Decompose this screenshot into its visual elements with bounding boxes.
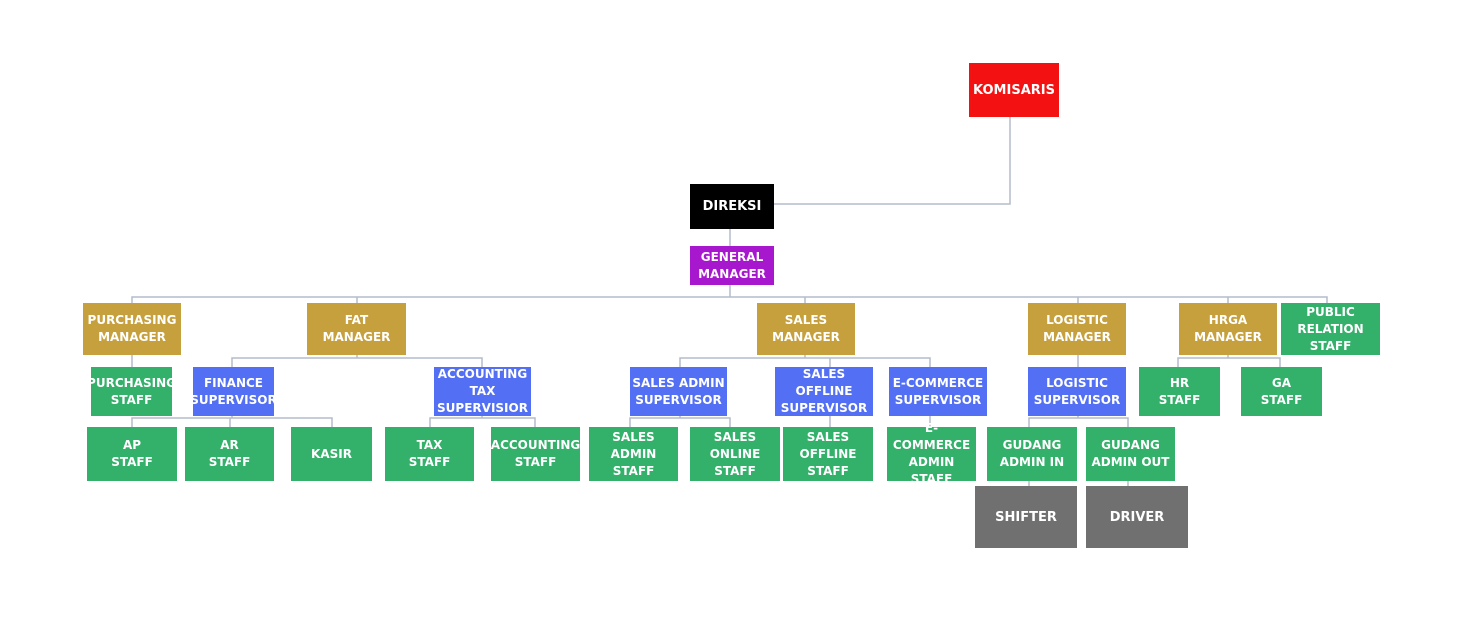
- connector-sales-bus: [679, 355, 931, 367]
- connector-fat-bus: [231, 355, 483, 367]
- node-accounting-staff[interactable]: ACCOUNTING STAFF: [491, 427, 580, 481]
- node-public-relation-staff[interactable]: PUBLIC RELATION STAFF: [1281, 303, 1380, 355]
- connector-logistic-bus: [1028, 416, 1129, 427]
- node-logistic-supervisor[interactable]: LOGISTIC SUPERVISOR: [1028, 367, 1126, 416]
- node-finance-supervisor[interactable]: FINANCE SUPERVISOR: [190, 367, 277, 416]
- connector-hrga-bus: [1177, 355, 1281, 367]
- node-sales-online-staff[interactable]: SALES ONLINE STAFF: [690, 427, 780, 481]
- node-ga-staff[interactable]: GA STAFF: [1241, 367, 1322, 416]
- node-sales-manager[interactable]: SALES MANAGER: [757, 303, 855, 355]
- node-hrga-manager[interactable]: HRGA MANAGER: [1179, 303, 1277, 355]
- connector-finance-bus: [131, 416, 333, 427]
- node-hr-staff[interactable]: HR STAFF: [1139, 367, 1220, 416]
- connector-accounting-bus: [429, 416, 536, 427]
- connector-komisaris-direksi: [774, 117, 1011, 205]
- node-general-manager[interactable]: GENERAL MANAGER: [690, 246, 774, 285]
- node-fat-manager[interactable]: FAT MANAGER: [307, 303, 406, 355]
- connector-sales-admin-bus: [629, 416, 731, 427]
- node-logistic-manager[interactable]: LOGISTIC MANAGER: [1028, 303, 1126, 355]
- node-driver[interactable]: DRIVER: [1086, 486, 1188, 548]
- node-sales-offline-staff[interactable]: SALES OFFLINE STAFF: [783, 427, 873, 481]
- node-komisaris[interactable]: KOMISARIS: [969, 63, 1059, 117]
- node-sales-admin-supervisor[interactable]: SALES ADMIN SUPERVISOR: [630, 367, 727, 416]
- node-ar-staff[interactable]: AR STAFF: [185, 427, 274, 481]
- node-sales-offline-supervisor[interactable]: SALES OFFLINE SUPERVISOR: [775, 367, 873, 416]
- node-tax-staff[interactable]: TAX STAFF: [385, 427, 474, 481]
- node-ecommerce-admin-staff[interactable]: E-COMMERCE ADMIN STAFF: [887, 421, 976, 486]
- node-accounting-tax-supervisor[interactable]: ACCOUNTING TAX SUPERVISIOR: [434, 367, 531, 416]
- node-purchasing-staff[interactable]: PURCHASING STAFF: [87, 367, 176, 416]
- node-gudang-admin-in[interactable]: GUDANG ADMIN IN: [987, 427, 1077, 481]
- connector-manager-bus: [131, 296, 1328, 303]
- node-shifter[interactable]: SHIFTER: [975, 486, 1077, 548]
- node-ecommerce-supervisor[interactable]: E-COMMERCE SUPERVISOR: [889, 367, 987, 416]
- node-ap-staff[interactable]: AP STAFF: [87, 427, 177, 481]
- node-direksi[interactable]: DIREKSI: [690, 184, 774, 229]
- node-sales-admin-staff[interactable]: SALES ADMIN STAFF: [589, 427, 678, 481]
- node-gudang-admin-out[interactable]: GUDANG ADMIN OUT: [1086, 427, 1175, 481]
- node-purchasing-manager[interactable]: PURCHASING MANAGER: [83, 303, 181, 355]
- node-kasir[interactable]: KASIR: [291, 427, 372, 481]
